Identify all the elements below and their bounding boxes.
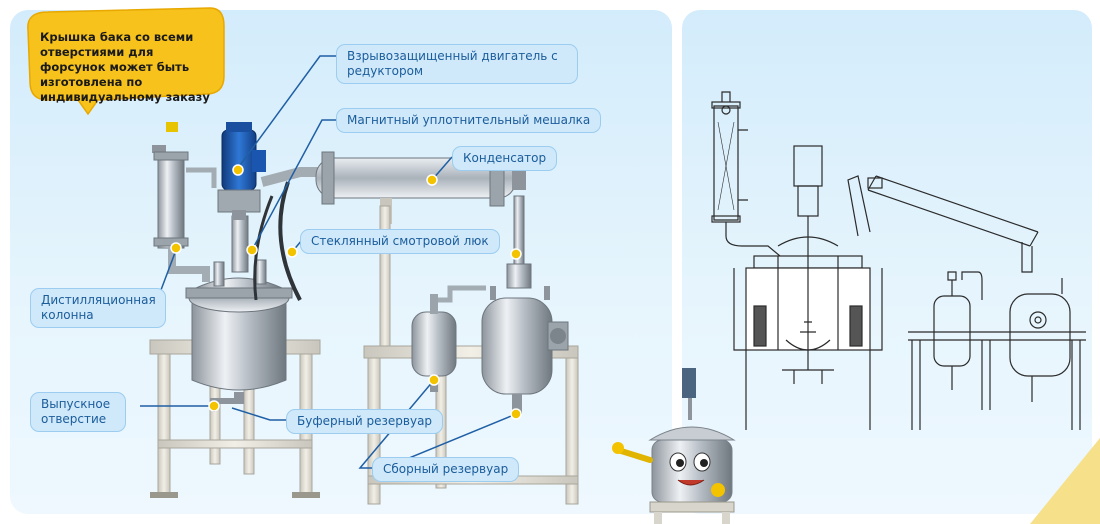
label-motor: Взрывозащищенный двигатель с редуктором — [336, 44, 578, 84]
label-distillation-column: Дистилляционная колонна — [30, 288, 166, 328]
schematic-drawing — [711, 91, 1086, 430]
distillation-column-shape — [152, 145, 217, 282]
mascot-reactor — [612, 368, 736, 524]
schematic-collection-tank — [1009, 278, 1071, 402]
label-stirrer: Магнитный уплотнительный мешалка — [336, 108, 602, 133]
label-condenser: Конденсатор — [452, 146, 558, 171]
label-collection-tank: Сборный резервуар — [372, 457, 520, 482]
callout-text: Крышка бака со всеми отверстиями для фор… — [40, 30, 210, 104]
collection-tank-shape — [481, 286, 569, 414]
marker-dots — [170, 164, 522, 420]
callout-bubble: Крышка бака со всеми отверстиями для фор… — [18, 4, 228, 116]
label-outlet: Выпускное отверстие — [30, 392, 126, 432]
label-buffer-tank: Буферный резервуар — [286, 409, 444, 434]
equipment-photo — [140, 55, 579, 505]
schematic-condenser — [847, 175, 1039, 273]
motor — [166, 122, 266, 220]
schematic-panel — [682, 10, 1092, 514]
schematic-column — [711, 91, 781, 257]
corner-accent — [1030, 438, 1100, 524]
schematic-buffer-tank — [933, 271, 983, 390]
condenser-shape — [253, 149, 532, 301]
label-sight-glass: Стеклянный смотровой люк — [300, 229, 500, 254]
schematic-frame — [908, 331, 1086, 430]
schematic-reactor — [733, 145, 883, 430]
buffer-tank-shape — [411, 285, 486, 392]
reactor-vessel — [185, 215, 293, 412]
